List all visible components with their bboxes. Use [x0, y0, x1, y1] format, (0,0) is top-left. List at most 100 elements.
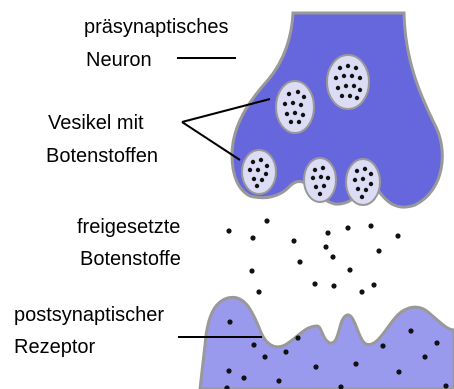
neurotransmitter-dot [359, 289, 364, 294]
neurotransmitter-dot [347, 267, 352, 272]
neurotransmitter-dot [311, 176, 315, 180]
neurotransmitter-dot [312, 281, 317, 286]
neurotransmitter-dot [248, 168, 252, 172]
neurotransmitter-dot [354, 66, 358, 70]
neurotransmitter-dot [291, 238, 296, 243]
label-vesicle-line1: Vesikel mit [48, 112, 144, 134]
neurotransmitter-dot [252, 177, 256, 181]
neurotransmitter-dot [345, 225, 350, 230]
neurotransmitter-dot [363, 167, 367, 171]
neurotransmitter-dot [352, 84, 356, 88]
label-postsynaptic-line1: postsynaptischer [14, 304, 164, 326]
neurotransmitter-dot [319, 175, 323, 179]
neurotransmitter-dot [434, 340, 439, 345]
neurotransmitter-dot [368, 223, 373, 228]
postsynaptic-receptor [200, 297, 454, 389]
neurotransmitter-dot [338, 66, 342, 70]
neurotransmitter-dot [293, 111, 297, 115]
neurotransmitter-dot [364, 188, 368, 192]
neurotransmitter-dot [226, 368, 231, 373]
neurotransmitter-dot [408, 328, 413, 333]
label-released-line1: freigesetzte [77, 216, 180, 238]
neurotransmitter-dot [350, 74, 354, 78]
neurotransmitter-dot [289, 120, 293, 124]
neurotransmitter-dot [283, 349, 288, 354]
neurotransmitter-dot [264, 172, 268, 176]
neurotransmitter-dot [331, 283, 336, 288]
label-vesicle-line2: Botenstoffen [46, 145, 158, 167]
neurotransmitter-dot [299, 103, 303, 107]
neurotransmitter-dot [256, 289, 261, 294]
neurotransmitter-dot [262, 354, 267, 359]
neurotransmitter-dot [318, 192, 322, 196]
neurotransmitter-dot [297, 120, 301, 124]
neurotransmitter-dot [256, 168, 260, 172]
neurotransmitter-dot [295, 335, 300, 340]
neurotransmitter-dot [241, 375, 246, 380]
neurotransmitter-dot [321, 166, 325, 170]
neurotransmitter-dot [353, 361, 358, 366]
neurotransmitter-dot [353, 178, 357, 182]
neurotransmitter-dot [250, 235, 255, 240]
neurotransmitter-dot [287, 92, 291, 96]
vesicle [242, 150, 276, 194]
neurotransmitter-dot [276, 378, 281, 383]
neurotransmitter-dot [369, 182, 373, 186]
neurotransmitter-dot [356, 187, 360, 191]
neurotransmitter-dot [348, 94, 352, 98]
neurotransmitter-dot [396, 369, 401, 374]
vesicle [327, 55, 369, 109]
neurotransmitter-dot [323, 244, 328, 249]
label-presynaptic-line1: präsynaptisches [84, 16, 229, 38]
neurotransmitter-dot [226, 228, 231, 233]
neurotransmitter-dot [227, 319, 232, 324]
neurotransmitter-dot [330, 254, 335, 259]
neurotransmitter-dot [395, 233, 400, 238]
neurotransmitter-dot [314, 185, 318, 189]
neurotransmitter-dot [302, 95, 306, 99]
label-released-line2: Botenstoffe [80, 248, 181, 270]
neurotransmitter-dot [249, 268, 254, 273]
neurotransmitter-dot [334, 76, 338, 80]
neurotransmitter-dot [285, 112, 289, 116]
neurotransmitter-dot [291, 101, 295, 105]
neurotransmitter-dot [355, 96, 359, 100]
neurotransmitter-dot [313, 168, 317, 172]
vesicle-pointer [182, 122, 240, 160]
neurotransmitter-dot [326, 176, 330, 180]
neurotransmitter-dot [369, 172, 373, 176]
neurotransmitter-dot [297, 259, 302, 264]
neurotransmitter-dot [360, 195, 364, 199]
label-postsynaptic-line2: Rezeptor [14, 336, 95, 358]
neurotransmitter-dot [313, 364, 318, 369]
neurotransmitter-dot [283, 102, 287, 106]
neurotransmitter-dot [251, 160, 255, 164]
neurotransmitter-dot [340, 94, 344, 98]
neurotransmitter-dot [376, 248, 381, 253]
neurotransmitter-dot [255, 184, 259, 188]
neurotransmitter-dot [260, 178, 264, 182]
neurotransmitter-dot [342, 74, 346, 78]
neurotransmitter-dot [265, 164, 269, 168]
neurotransmitter-dot [371, 282, 376, 287]
neurotransmitter-dot [355, 169, 359, 173]
neurotransmitter-dot [259, 158, 263, 162]
vesicle [276, 81, 314, 133]
neurotransmitter-dot [346, 64, 350, 68]
neurotransmitter-dot [336, 86, 340, 90]
neurotransmitter-dot [422, 354, 427, 359]
neurotransmitter-dot [301, 113, 305, 117]
neurotransmitter-dot [358, 76, 362, 80]
neurotransmitter-dot [380, 343, 385, 348]
neurotransmitter-dot [443, 383, 448, 388]
released-neurotransmitters [226, 218, 400, 294]
neurotransmitter-dot [344, 84, 348, 88]
neurotransmitter-dot [322, 184, 326, 188]
label-presynaptic-line2: Neuron [86, 49, 152, 71]
neurotransmitter-dot [358, 88, 362, 92]
neurotransmitter-dot [264, 218, 269, 223]
neurotransmitter-dot [325, 230, 330, 235]
neurotransmitter-dot [361, 177, 365, 181]
neurotransmitter-dot [296, 90, 300, 94]
